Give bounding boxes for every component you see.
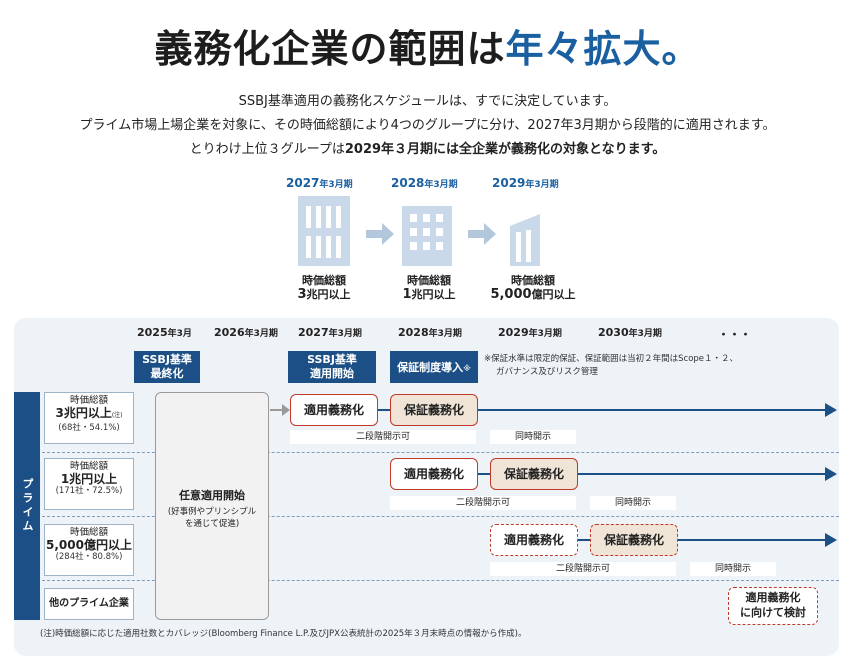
row1-mandatory: 適用義務化	[290, 394, 378, 426]
optional-adoption-box: 任意適用開始 (好事例やプリンシプル を通じて促進)	[155, 392, 269, 620]
row2-simultaneous: 同時開示	[590, 496, 676, 510]
row1-assurance: 保証義務化	[390, 394, 478, 426]
title-part1: 義務化企業の範囲は	[154, 27, 506, 71]
lead-line1: SSBJ基準適用の義務化スケジュールは、すでに決定しています。	[238, 94, 617, 109]
row1-timeline-line	[365, 409, 827, 411]
row4-consider: 適用義務化に向けて検討	[728, 587, 818, 625]
lead-line3-a: とりわけ上位３グループは	[189, 142, 345, 157]
year-2026: 2026年3月期	[214, 326, 278, 339]
row1-two-stage: 二段階開示可	[290, 430, 476, 444]
building-icons	[298, 196, 540, 266]
phase-year-1: 2027年3月期	[286, 176, 353, 190]
year-ellipsis: ・・・	[718, 328, 751, 341]
row-label-other-prime: 他のプライム企業	[44, 588, 134, 620]
milestone-ssbj-start: SSBJ基準適用開始	[288, 351, 376, 383]
lead-line3-b: 2029年３月期には全企業が義務化の対象となります。	[344, 142, 666, 157]
milestone-assurance: 保証制度導入※	[390, 351, 478, 383]
lead-line3: とりわけ上位３グループは2029年３月期には全企業が義務化の対象となります。	[0, 138, 855, 157]
row2-mandatory: 適用義務化	[390, 458, 478, 490]
year-2028: 2028年3月期	[398, 326, 462, 339]
row2-timeline-line	[470, 473, 827, 475]
gray-arrowhead-icon	[282, 404, 290, 416]
large-building-icon	[298, 196, 350, 266]
milestone-ssbj-final: SSBJ基準最終化	[134, 351, 200, 383]
row2-assurance: 保証義務化	[490, 458, 578, 490]
row-label-3t: 時価総額 3兆円以上(注) (68社・54.1%)	[44, 392, 134, 444]
row3-arrowhead-icon	[825, 533, 837, 547]
row3-timeline-line	[570, 539, 827, 541]
row3-mandatory: 適用義務化	[490, 524, 578, 556]
arrow-right-icon	[366, 223, 496, 245]
small-building-icon	[510, 214, 540, 266]
row2-arrowhead-icon	[825, 467, 837, 481]
phase-year-2: 2028年3月期	[391, 176, 458, 190]
year-2027: 2027年3月期	[298, 326, 362, 339]
row1-simultaneous: 同時開示	[490, 430, 576, 444]
lead-line2: プライム市場上場企業を対象に、その時価総額により4つのグループに分け、2027年…	[79, 118, 776, 133]
row-separator	[42, 580, 839, 581]
title-part2: 年々拡大。	[505, 27, 701, 71]
row1-arrowhead-icon	[825, 403, 837, 417]
row-separator	[42, 452, 839, 453]
row-separator	[42, 516, 839, 517]
prime-label: プライム	[14, 392, 40, 620]
row2-two-stage: 二段階開示可	[390, 496, 576, 510]
row3-assurance: 保証義務化	[590, 524, 678, 556]
assurance-note: ※保証水準は限定的保証、保証範囲は当初２年間はScope１・２、ガバナンス及びリ…	[484, 354, 739, 377]
phase-year-3: 2029年3月期	[492, 176, 559, 190]
footnote: (注)時価総額に応じた適用社数とカバレッジ(Bloomberg Finance …	[40, 629, 527, 639]
row3-simultaneous: 同時開示	[690, 562, 776, 576]
row-label-5000: 時価総額 5,000億円以上 (284社・80.8%)	[44, 524, 134, 576]
year-2030: 2030年3月期	[598, 326, 662, 339]
connector-gray	[270, 409, 286, 411]
year-2025: 2025年3月	[137, 326, 192, 339]
page-title: 義務化企業の範囲は年々拡大。	[0, 18, 855, 73]
year-2029: 2029年3月期	[498, 326, 562, 339]
medium-building-icon	[402, 206, 452, 266]
row3-two-stage: 二段階開示可	[490, 562, 676, 576]
row-label-1t: 時価総額 1兆円以上 (171社・72.5%)	[44, 458, 134, 510]
